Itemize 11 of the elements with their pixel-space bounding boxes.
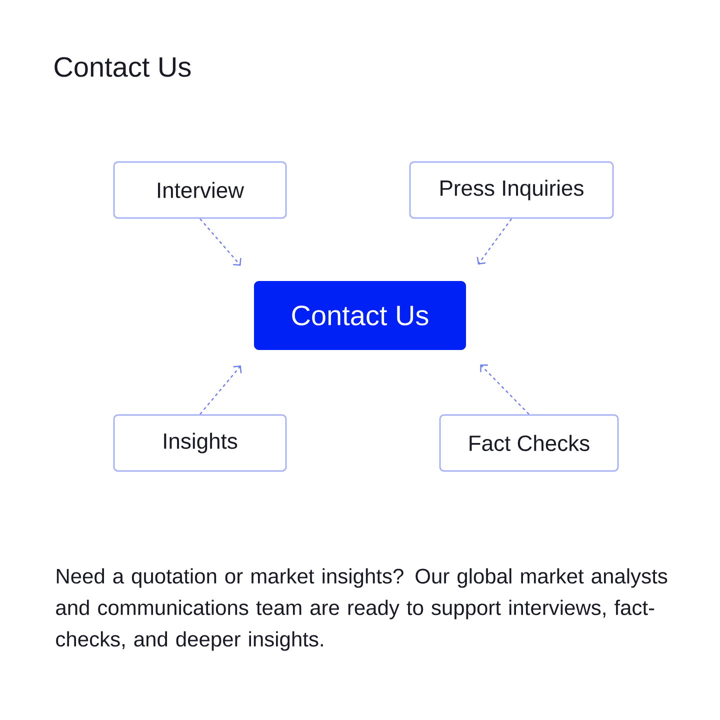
topic-box: Press Inquiries bbox=[409, 161, 614, 219]
topic-box: Fact Checks bbox=[439, 414, 619, 472]
arrow bbox=[200, 218, 242, 266]
arrow bbox=[480, 364, 530, 415]
topic-box: Insights bbox=[113, 414, 287, 472]
arrow bbox=[476, 218, 512, 265]
topic-box: Interview bbox=[113, 161, 287, 219]
paragraph: Need a quotation or market insights? Our global market analysts and communications team are ready to support interviews, fact-checks, and deeper insights. bbox=[56, 568, 668, 651]
button: Contact Us bbox=[254, 281, 466, 350]
heading: Contact Us bbox=[54, 57, 191, 77]
arrow bbox=[200, 366, 242, 415]
